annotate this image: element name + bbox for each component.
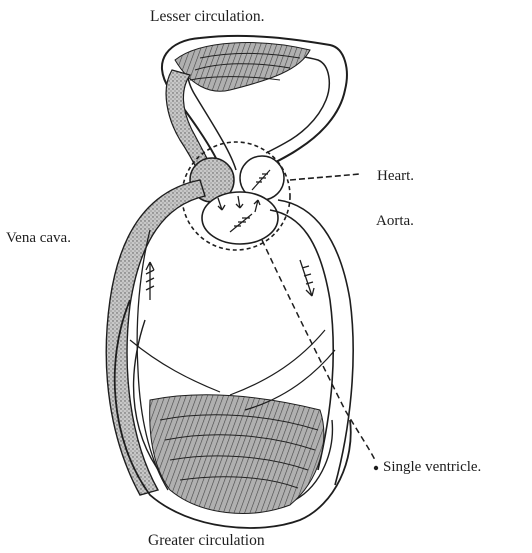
- greater-circulation-label: Greater circulation: [148, 532, 265, 550]
- lesser-circulation-label: Lesser circulation.: [150, 8, 264, 26]
- greater-circulation-loop: [115, 300, 351, 528]
- ventricle-leader-dot: [374, 466, 378, 470]
- heart-leader-line: [290, 174, 360, 180]
- single-ventricle-label: Single ventricle.: [383, 458, 481, 476]
- aorta-label: Aorta.: [376, 212, 414, 230]
- lesser-circulation-loop: [162, 36, 347, 175]
- vena-cava-label: Vena cava.: [6, 229, 71, 247]
- heart-label: Heart.: [377, 167, 414, 185]
